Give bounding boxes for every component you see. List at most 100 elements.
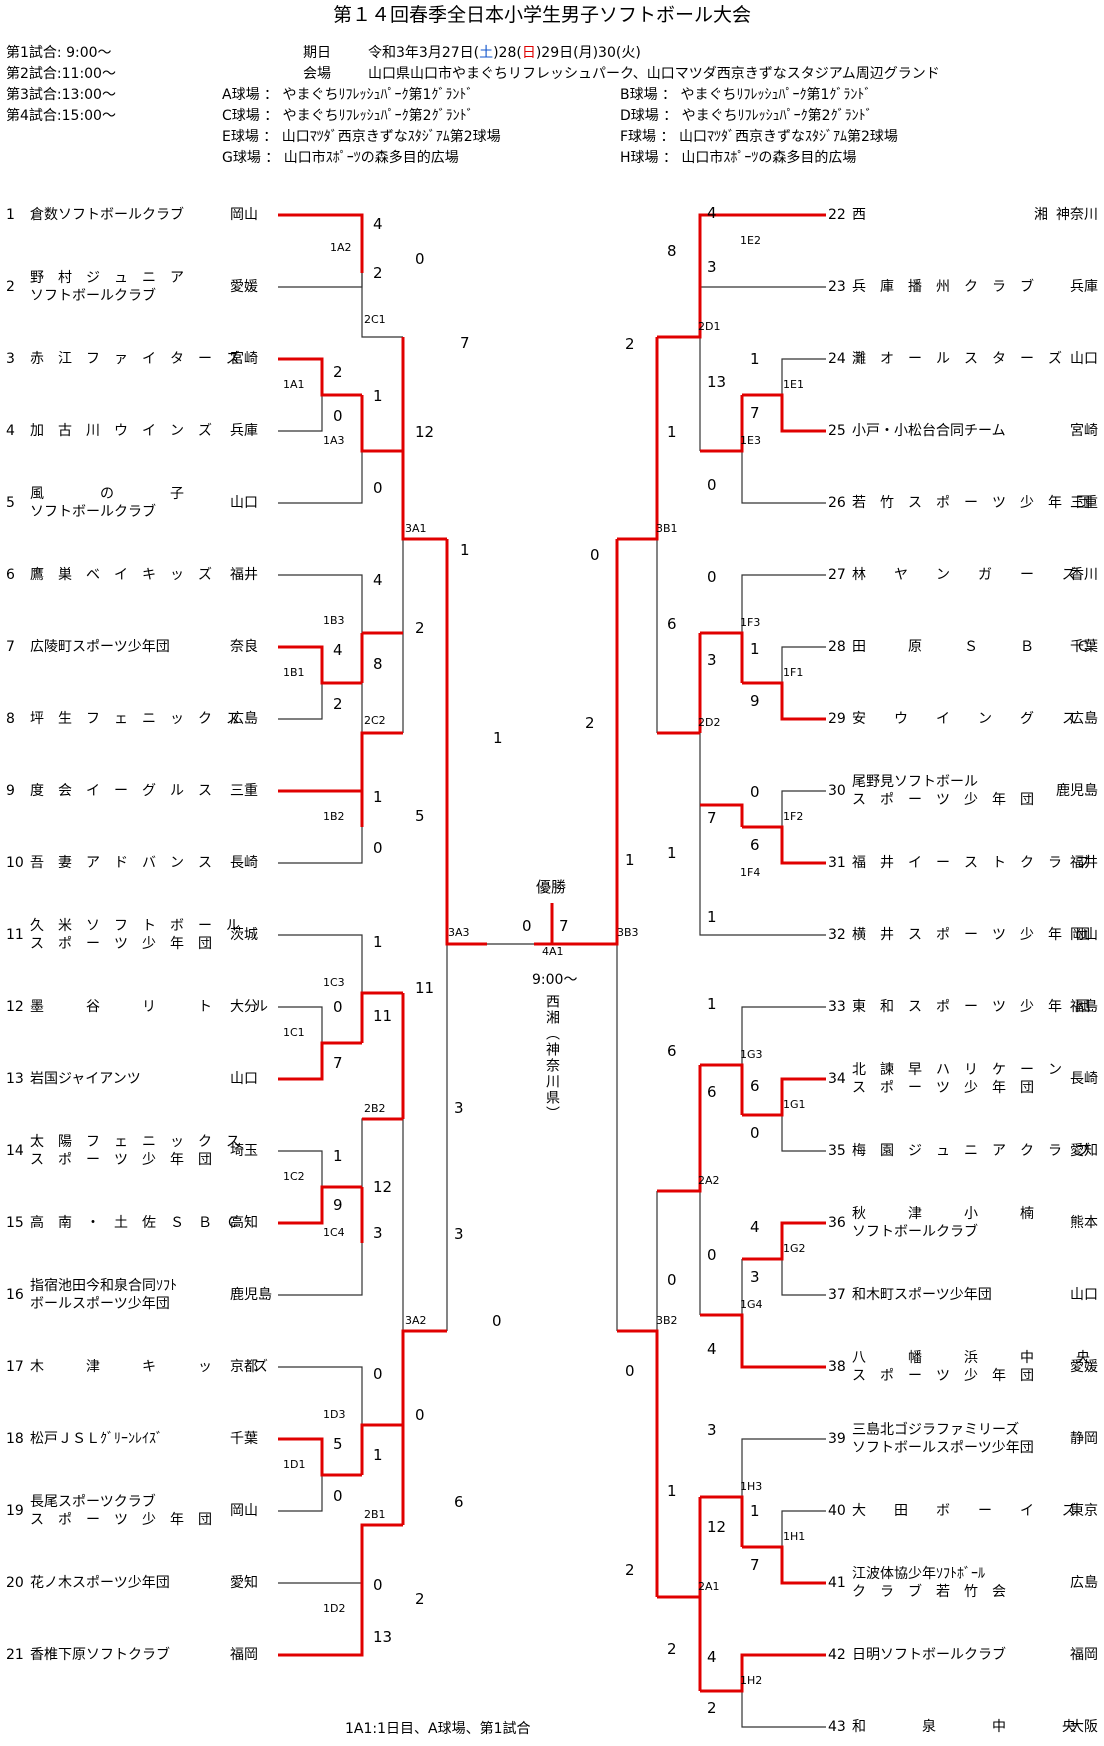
team-prefecture: 大阪 bbox=[1070, 1719, 1098, 1735]
winning-path bbox=[278, 357, 362, 397]
winning-path bbox=[360, 395, 403, 453]
final-venue: 西湘（神奈川県） bbox=[544, 994, 560, 1122]
score-value: 11 bbox=[373, 1007, 393, 1025]
match-code: 2C2 bbox=[364, 714, 386, 727]
team-prefecture: 千葉 bbox=[1070, 639, 1098, 655]
team-prefecture: 山口 bbox=[1070, 1287, 1098, 1303]
score-value: 5 bbox=[415, 807, 425, 825]
score-value: 1 bbox=[373, 933, 383, 951]
score-value: 2 bbox=[333, 695, 343, 713]
match-code: 1B2 bbox=[323, 810, 345, 823]
winning-path bbox=[742, 681, 826, 721]
team-prefecture: 熊本 bbox=[1070, 1215, 1098, 1231]
team-name-line2: ソフトボールクラブ bbox=[852, 1224, 978, 1240]
team-name: 木 津 キ ッ ズ bbox=[30, 1359, 268, 1375]
page-title: 第１４回春季全日本小学生男子ソフトボール大会 bbox=[333, 4, 752, 26]
field-a: A球場 ： やまぐちﾘﾌﾚｯｼｭﾊﾟｰｸ第1ｸﾞﾗﾝﾄﾞ bbox=[222, 87, 474, 103]
bracket-line bbox=[278, 1006, 323, 1043]
team-name: 秋 津 小 楠 bbox=[852, 1206, 1034, 1222]
team-number: 8 bbox=[6, 711, 15, 727]
bracket-line bbox=[278, 683, 323, 720]
team-name: 兵 庫 播 州 ク ラ ブ bbox=[852, 279, 1034, 295]
footnote: 1A1:1日目、A球場、第1試合 bbox=[345, 1721, 531, 1737]
team-name: 太 陽 フ ェ ニ ッ ク ス bbox=[30, 1134, 240, 1150]
score-value: 0 bbox=[707, 1246, 717, 1264]
team-prefecture: 広島 bbox=[1070, 1575, 1098, 1591]
team-name: 加 古 川 ウ イ ン ズ bbox=[30, 423, 212, 439]
winning-path bbox=[657, 1595, 702, 1691]
team-name: 北 諫 早 ハ リ ケ ー ン bbox=[852, 1062, 1062, 1078]
field-h: H球場 ： 山口市ｽﾎﾟｰﾂの森多目的広場 bbox=[620, 150, 857, 166]
team-number: 37 bbox=[828, 1287, 846, 1303]
field-d: D球場 ： やまぐちﾘﾌﾚｯｼｭﾊﾟｰｸ第2ｸﾞﾗﾝﾄﾞ bbox=[620, 108, 873, 124]
score-value: 7 bbox=[333, 1054, 343, 1072]
winning-path bbox=[742, 393, 826, 433]
winning-path bbox=[700, 1495, 744, 1547]
score-value: 0 bbox=[522, 917, 532, 935]
match-code: 3B1 bbox=[656, 522, 678, 535]
score-value: 1 bbox=[750, 640, 760, 658]
score-value: 0 bbox=[415, 1406, 425, 1424]
score-value: 0 bbox=[590, 546, 600, 564]
team-number: 26 bbox=[828, 495, 846, 511]
bracket-line bbox=[741, 1691, 826, 1728]
team-prefecture: 長崎 bbox=[230, 855, 258, 871]
team-name-line2: ボールスポーツ少年団 bbox=[30, 1296, 170, 1312]
score-value: 4 bbox=[373, 215, 383, 233]
winning-path bbox=[278, 213, 364, 273]
team-name: 三島北ゴジラファミリーズ bbox=[852, 1422, 1020, 1438]
team-number: 28 bbox=[828, 639, 846, 655]
team-name-line2: ス ポ ー ツ 少 年 団 bbox=[852, 1080, 1034, 1096]
winning-path bbox=[698, 213, 826, 251]
match-code: 2B2 bbox=[364, 1102, 386, 1115]
match-code: 1C2 bbox=[283, 1170, 305, 1183]
team-prefecture: 愛媛 bbox=[230, 279, 258, 295]
winning-path bbox=[742, 1545, 826, 1585]
team-number: 12 bbox=[6, 999, 24, 1015]
score-value: 8 bbox=[373, 655, 383, 673]
score-value: 4 bbox=[707, 1648, 717, 1666]
team-name-line2: ス ポ ー ツ 少 年 団 bbox=[30, 1512, 212, 1528]
winning-path bbox=[700, 803, 744, 827]
team-number: 29 bbox=[828, 711, 846, 727]
schedule-3: 第3試合:13:00～ bbox=[6, 87, 116, 103]
winning-path bbox=[617, 1329, 659, 1597]
match-code: 1D2 bbox=[323, 1602, 346, 1615]
score-value: 6 bbox=[707, 1083, 717, 1101]
score-value: 3 bbox=[454, 1225, 464, 1243]
bracket-line bbox=[278, 574, 363, 633]
team-name: 鷹 巣 ベ イ キ ッ ズ bbox=[30, 567, 212, 583]
team-prefecture: 岡山 bbox=[230, 1503, 258, 1519]
team-number: 21 bbox=[6, 1647, 24, 1663]
match-code: 3A3 bbox=[448, 926, 470, 939]
field-g: G球場 ： 山口市ｽﾎﾟｰﾂの森多目的広場 bbox=[222, 150, 459, 166]
team-number: 4 bbox=[6, 423, 15, 439]
winning-path bbox=[278, 1185, 362, 1225]
winning-path bbox=[657, 1065, 702, 1193]
score-value: 6 bbox=[454, 1493, 464, 1511]
team-name: 小戸・小松台合同チーム bbox=[852, 423, 1006, 439]
team-prefecture: 鹿児島 bbox=[1056, 783, 1098, 799]
match-code: 3A1 bbox=[405, 522, 427, 535]
schedule-1: 第1試合: 9:00～ bbox=[6, 45, 112, 61]
team-name: 西 湘 bbox=[852, 207, 1048, 223]
score-value: 1 bbox=[625, 851, 635, 869]
winning-path bbox=[742, 1077, 826, 1117]
score-value: 6 bbox=[750, 1077, 760, 1095]
schedule-2: 第2試合:11:00～ bbox=[6, 66, 116, 82]
bracket-line bbox=[278, 1366, 363, 1425]
team-name: 墨 谷 リ ト ル bbox=[30, 999, 268, 1015]
bracket-line bbox=[781, 646, 826, 683]
team-prefecture: 東京 bbox=[1070, 1503, 1098, 1519]
team-name: 倉数ソフトボールクラブ bbox=[30, 207, 184, 223]
match-code: 2A2 bbox=[698, 1174, 720, 1187]
score-value: 12 bbox=[373, 1178, 393, 1196]
team-number: 5 bbox=[6, 495, 15, 511]
match-code: 1H1 bbox=[783, 1530, 806, 1543]
score-value: 1 bbox=[667, 423, 677, 441]
match-code: 1E1 bbox=[783, 378, 804, 391]
team-number: 18 bbox=[6, 1431, 24, 1447]
match-code: 1G4 bbox=[740, 1298, 763, 1311]
team-prefecture: 京都 bbox=[230, 1359, 258, 1375]
score-value: 0 bbox=[492, 1312, 502, 1330]
